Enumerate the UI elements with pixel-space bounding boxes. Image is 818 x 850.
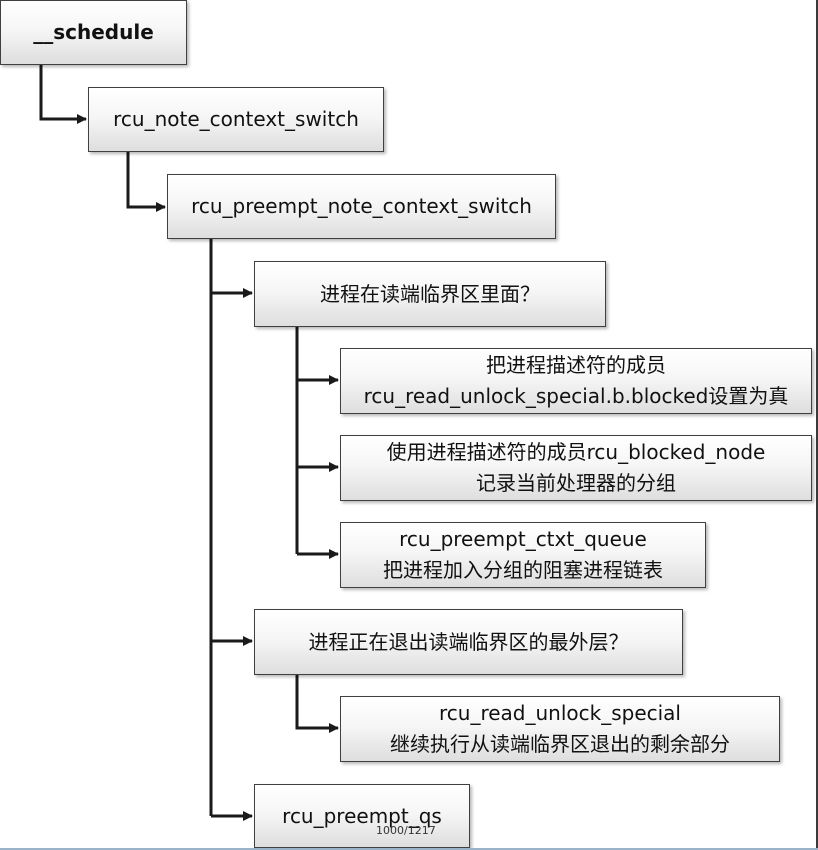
exiting-outermost-node: 进程正在退出读端临界区的最外层？ xyxy=(254,609,683,675)
rcu-note-context-switch-node: rcu_note_context_switch xyxy=(88,87,384,152)
connector-note-to-preempt-note xyxy=(126,152,166,212)
frame-right-border xyxy=(816,0,818,850)
read-unlock-special-node: rcu_read_unlock_special 继续执行从读端临界区退出的剩余部… xyxy=(340,696,780,762)
set-blocked-line1: 把进程描述符的成员 xyxy=(486,353,666,377)
schedule-node: __schedule xyxy=(0,0,187,65)
set-blocked-node: 把进程描述符的成员 rcu_read_unlock_special.b.bloc… xyxy=(340,348,812,414)
in-read-critical-section-label: 进程在读端临界区里面？ xyxy=(320,281,540,306)
record-group-line1: 使用进程描述符的成员rcu_blocked_node xyxy=(386,440,766,464)
read-unlock-special-line1: rcu_read_unlock_special xyxy=(438,701,681,725)
page-number: 1000/1217 xyxy=(376,824,436,837)
connector-exiting-outermost-to-unlock xyxy=(295,675,339,733)
rcu-preempt-qs-label: rcu_preempt_qs xyxy=(282,803,442,828)
record-group-line2: 记录当前处理器的分组 xyxy=(476,471,676,495)
connector-schedule-to-note xyxy=(39,65,87,124)
ctxt-queue-line2: 把进程加入分组的阻塞进程链表 xyxy=(383,558,663,582)
record-group-node: 使用进程描述符的成员rcu_blocked_node 记录当前处理器的分组 xyxy=(340,435,812,501)
exiting-outermost-label: 进程正在退出读端临界区的最外层？ xyxy=(308,629,629,654)
set-blocked-line2: rcu_read_unlock_special.b.blocked设置为真 xyxy=(363,384,789,408)
in-read-critical-section-node: 进程在读端临界区里面？ xyxy=(254,261,606,327)
frame-bottom-border xyxy=(0,848,818,850)
rcu-preempt-note-context-switch-label: rcu_preempt_note_context_switch xyxy=(191,194,532,218)
rcu-preempt-note-context-switch-node: rcu_preempt_note_context_switch xyxy=(167,174,556,239)
rcu-preempt-qs-node: rcu_preempt_qs xyxy=(254,784,470,848)
schedule-label: __schedule xyxy=(33,20,154,44)
ctxt-queue-line1: rcu_preempt_ctxt_queue xyxy=(399,527,647,551)
ctxt-queue-node: rcu_preempt_ctxt_queue 把进程加入分组的阻塞进程链表 xyxy=(340,522,706,588)
read-unlock-special-line2: 继续执行从读端临界区退出的剩余部分 xyxy=(390,732,730,756)
rcu-note-context-switch-label: rcu_note_context_switch xyxy=(113,107,359,131)
